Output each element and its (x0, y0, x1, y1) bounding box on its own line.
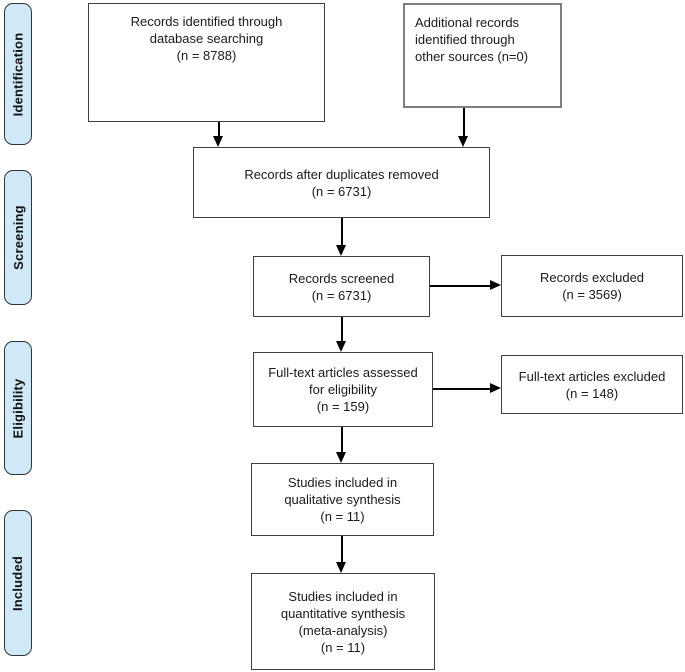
box-quantitative-synthesis: Studies included in quantitative synthes… (251, 573, 435, 670)
arrow-fulltext-to-qualitative-line (341, 427, 343, 454)
stage-included: Included (4, 510, 32, 656)
stage-screening: Screening (4, 170, 32, 305)
arrow-qualitative-to-quantitative-line (341, 536, 343, 564)
arrow-additional-to-duplicates-line (463, 108, 465, 138)
box-fulltext-excluded: Full-text articles excluded (n = 148) (501, 355, 683, 414)
box-fulltext-assessed: Full-text articles assessed for eligibil… (253, 352, 433, 427)
arrow-identified-to-duplicates-head (213, 136, 223, 147)
arrow-fulltext-to-ftexcluded-head (490, 383, 501, 393)
arrow-screened-to-excluded-line (430, 285, 492, 287)
arrow-fulltext-to-qualitative-head (336, 452, 346, 463)
stage-screening-label: Screening (10, 205, 26, 270)
box-records-screened: Records screened (n = 6731) (253, 256, 430, 317)
arrow-duplicates-to-screened-head (336, 245, 346, 256)
arrow-additional-to-duplicates-head (458, 136, 468, 147)
stage-identification: Identification (4, 3, 32, 145)
arrow-screened-to-fulltext-head (336, 341, 346, 352)
stage-eligibility: Eligibility (4, 341, 32, 475)
stage-eligibility-label: Eligibility (10, 378, 26, 438)
arrow-screened-to-fulltext-line (341, 317, 343, 343)
box-additional-records: Additional records identified through ot… (403, 3, 562, 108)
box-records-identified: Records identified through database sear… (88, 3, 325, 122)
stage-identification-label: Identification (10, 32, 26, 116)
stage-included-label: Included (10, 555, 26, 611)
arrow-qualitative-to-quantitative-head (336, 562, 346, 573)
arrow-identified-to-duplicates-line (218, 122, 220, 138)
arrow-screened-to-excluded-head (490, 280, 501, 290)
arrow-duplicates-to-screened-line (341, 218, 343, 247)
box-duplicates-removed: Records after duplicates removed (n = 67… (193, 147, 490, 218)
box-qualitative-synthesis: Studies included in qualitative synthesi… (251, 463, 434, 536)
arrow-fulltext-to-ftexcluded-line (433, 388, 492, 390)
box-records-excluded: Records excluded (n = 3569) (501, 255, 683, 317)
